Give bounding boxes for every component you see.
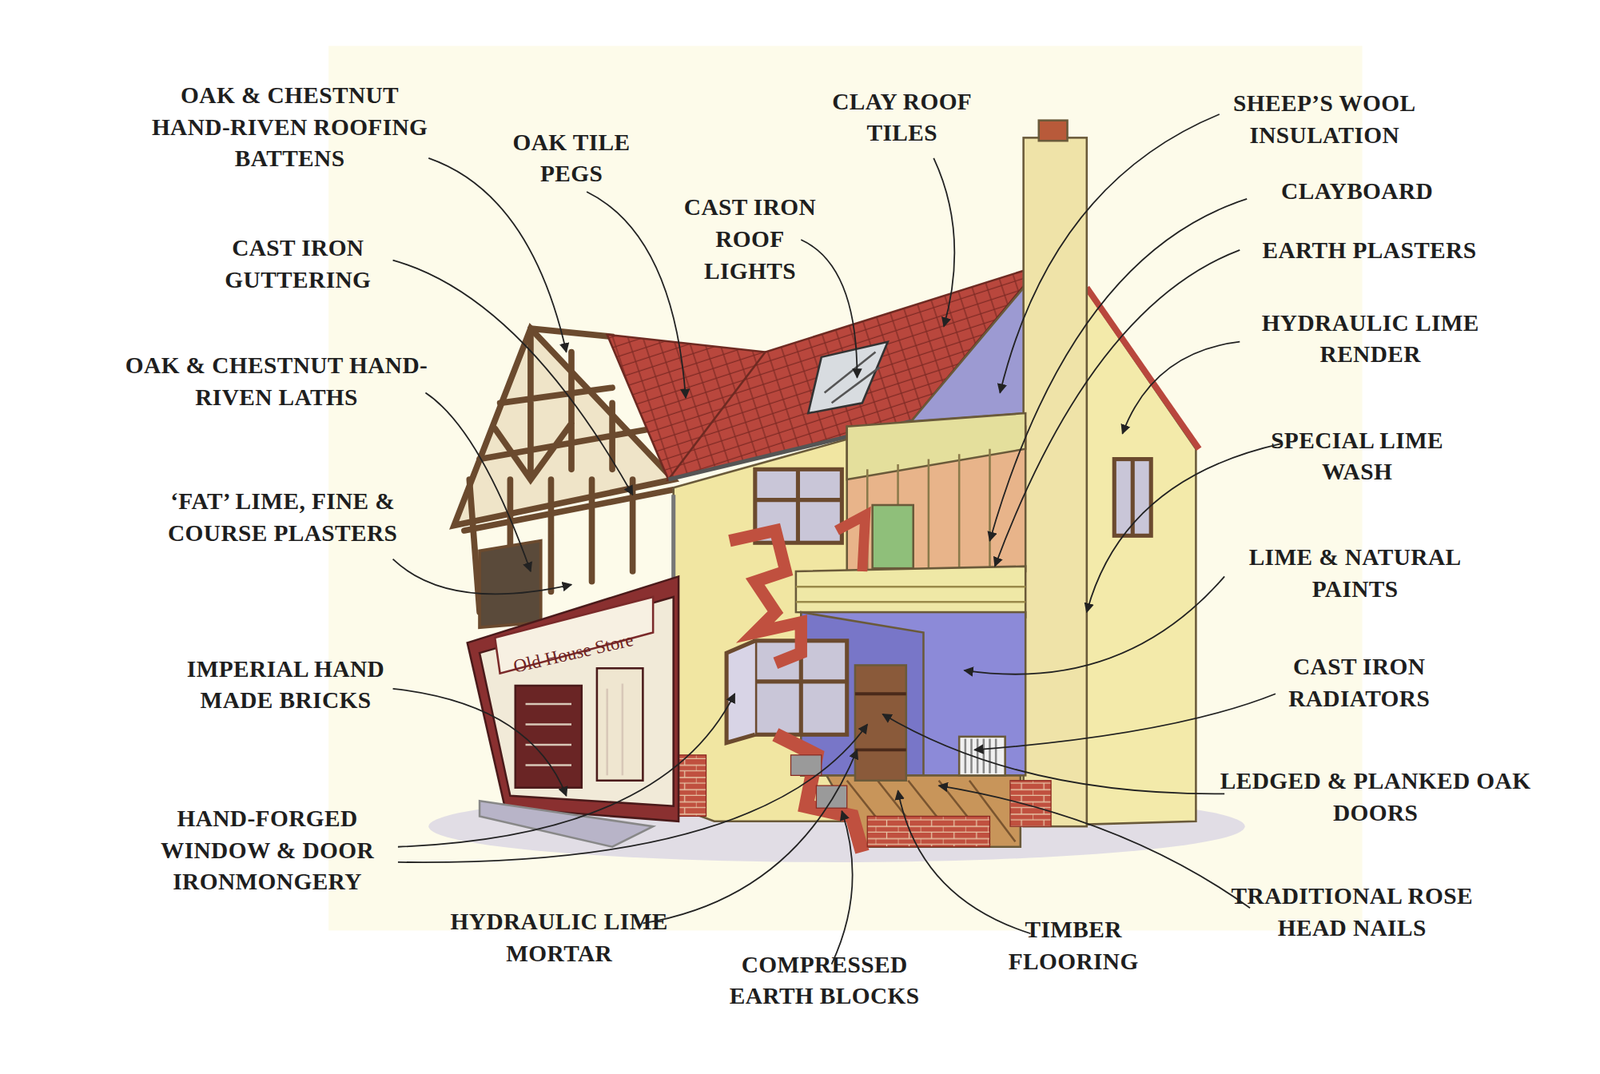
leader-lines-part bbox=[398, 693, 735, 848]
windows-part bbox=[726, 640, 756, 744]
brick-edges-part bbox=[729, 530, 801, 664]
callout-label: HYDRAULIC LIME RENDER bbox=[1227, 306, 1514, 371]
leader-lines-part bbox=[882, 714, 1225, 795]
shop-front-part bbox=[479, 800, 653, 847]
leader-lines-part bbox=[393, 688, 567, 797]
brick-edges-part bbox=[1010, 780, 1051, 827]
brick-edges-part bbox=[836, 515, 866, 572]
cutaway-rooms-part bbox=[959, 736, 1005, 777]
leader-lines-part bbox=[898, 791, 1031, 935]
leader-lines-part bbox=[939, 785, 1250, 908]
shop-front-part bbox=[525, 683, 623, 776]
cutaway-rooms-part bbox=[965, 738, 996, 773]
leader-lines-part bbox=[586, 191, 686, 399]
cutaway-rooms-part bbox=[847, 413, 1026, 480]
main-roof-part bbox=[824, 351, 880, 403]
house-walls-part bbox=[1038, 120, 1068, 142]
background-part bbox=[328, 45, 1362, 931]
leader-lines-part bbox=[428, 158, 566, 353]
cutaway-rooms-part bbox=[796, 586, 1026, 602]
leader-lines-part bbox=[964, 576, 1226, 674]
cutaway-rooms-part bbox=[872, 505, 914, 569]
callout-label: SPECIAL LIME WASH bbox=[1260, 424, 1455, 488]
shop-front-part bbox=[515, 685, 582, 789]
cutaway-rooms-part bbox=[796, 566, 1026, 618]
callout-label: EARTH PLASTERS bbox=[1226, 234, 1513, 267]
callout-label: CAST IRON ROOF LIGHTS bbox=[668, 191, 832, 287]
house-walls-part bbox=[911, 267, 1041, 422]
shop-front-part bbox=[479, 597, 674, 807]
callout-label: CAST IRON GUTTERING bbox=[195, 232, 400, 296]
callout-label: OAK & CHESTNUT HAND-RIVEN LATHS bbox=[113, 350, 441, 414]
house-walls bbox=[673, 120, 1200, 828]
house-walls-part bbox=[673, 413, 1026, 822]
leader-lines-part bbox=[1086, 443, 1282, 613]
callout-label: SHEEP’S WOOL INSULATION bbox=[1206, 87, 1442, 152]
windows bbox=[726, 459, 1151, 744]
main-roof bbox=[668, 265, 1041, 480]
cutaway-rooms-part bbox=[855, 693, 907, 750]
house-walls-part bbox=[1023, 137, 1087, 827]
leader-lines-part bbox=[831, 811, 853, 965]
leader-lines-part bbox=[995, 250, 1240, 567]
leader-lines-part bbox=[398, 724, 868, 864]
brick-edges-part bbox=[867, 815, 990, 847]
callout-label: ‘FAT’ LIME, FINE & COURSE PLASTERS bbox=[165, 485, 401, 550]
leader-lines bbox=[393, 114, 1282, 965]
leader-lines-part bbox=[642, 749, 857, 924]
leader-lines-part bbox=[425, 393, 531, 572]
callout-label: TIMBER FLOORING bbox=[983, 914, 1163, 978]
house-walls-part bbox=[1086, 287, 1199, 450]
main-roof-part bbox=[807, 342, 888, 414]
shop-front-part bbox=[597, 668, 643, 781]
leader-lines-part bbox=[1122, 342, 1240, 434]
brick-edges-part bbox=[791, 755, 822, 777]
callout-label: IMPERIAL HAND MADE BRICKS bbox=[158, 652, 414, 717]
callout-label: LIME & NATURAL PAINTS bbox=[1219, 541, 1490, 605]
callout-label: HYDRAULIC LIME MORTAR bbox=[441, 906, 677, 970]
callout-label: CAST IRON RADIATORS bbox=[1265, 651, 1454, 715]
shop-front bbox=[467, 576, 679, 847]
leader-lines-part bbox=[800, 239, 857, 378]
callout-label: LEDGED & PLANKED OAK DOORS bbox=[1217, 765, 1534, 829]
leader-lines-part bbox=[989, 199, 1247, 542]
callout-label: TRADITIONAL ROSE HEAD NAILS bbox=[1209, 880, 1496, 944]
leader-lines-part bbox=[393, 559, 572, 595]
shop-front-part bbox=[467, 576, 679, 821]
leader-lines-part bbox=[933, 158, 955, 327]
main-roof-part bbox=[668, 265, 1041, 480]
leader-lines-part bbox=[974, 693, 1276, 750]
timber-frame-part bbox=[479, 541, 542, 629]
callout-label: OAK & CHESTNUT HAND-RIVEN ROOFING BATTEN… bbox=[144, 79, 436, 176]
brick-edges-part bbox=[815, 785, 847, 808]
callout-label: CLAY ROOF TILES bbox=[804, 85, 1000, 149]
callout-label: OAK TILE PEGS bbox=[489, 126, 653, 190]
callout-label: HAND-FORGED WINDOW & DOOR IRONMONGERY bbox=[129, 803, 406, 899]
brick-edges-part bbox=[675, 755, 706, 817]
leader-lines-part bbox=[393, 260, 633, 496]
callout-label: CLAYBOARD bbox=[1254, 175, 1459, 208]
background bbox=[328, 45, 1362, 931]
callout-label: COMPRESSED EARTH BLOCKS bbox=[701, 948, 947, 1012]
cutaway-rooms-part bbox=[867, 449, 990, 572]
